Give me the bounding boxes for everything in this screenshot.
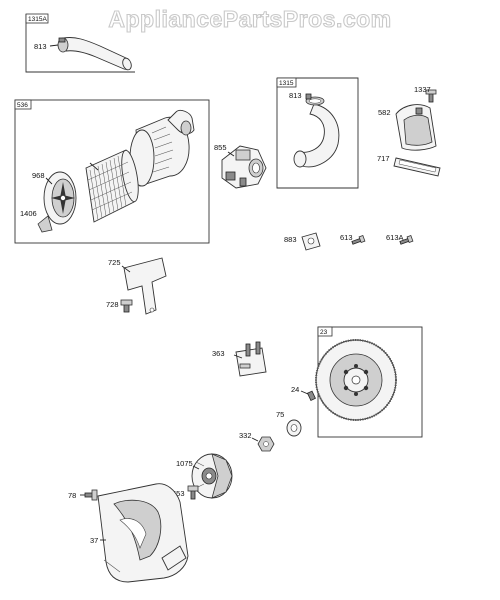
label-725: 725: [108, 258, 121, 267]
intake-tube-end: [122, 57, 132, 71]
screw-363a: [245, 343, 251, 357]
label-728: 728: [106, 300, 119, 309]
leader-968: [45, 177, 53, 185]
group-1315: 1315 813: [276, 77, 359, 189]
screw-653-head: [187, 485, 199, 492]
group-883-613: 883 613 613A: [284, 232, 414, 251]
throttle-body-linkage: [225, 171, 236, 181]
group-582: 1337 582 717: [377, 85, 441, 177]
box-536-tag: [14, 99, 32, 110]
watermark-logo: AppliancePartsPros.com: [108, 6, 391, 32]
label-813-a: 813: [34, 42, 47, 51]
box-1315a-frame: [25, 14, 135, 73]
label-582: 582: [378, 108, 391, 117]
screw-363b: [255, 341, 261, 355]
leader-332: [251, 437, 259, 442]
group-653: 653: [172, 485, 199, 500]
box-1315-tag: [276, 77, 297, 88]
group-23: 23: [315, 326, 423, 438]
group-855: 855: [214, 143, 267, 189]
group-75: 75: [276, 410, 302, 437]
group-78: 78: [68, 489, 98, 501]
clamp-813b-screw: [305, 93, 312, 100]
box-1315a-tag: [25, 13, 49, 24]
box-1315-label: 1315: [279, 80, 294, 87]
leader-24: [300, 390, 309, 395]
label-717: 717: [377, 154, 390, 163]
leader-725: [121, 265, 131, 273]
fan-1075-blades: [211, 453, 233, 499]
label-1406: 1406: [20, 209, 37, 218]
bracket-363-part: [235, 347, 267, 377]
air-guide-582-inner: [403, 114, 433, 146]
group-536: 536 968 1406: [14, 99, 210, 244]
group-332: 332: [239, 431, 275, 452]
flywheel-ring-gear: [315, 339, 397, 421]
leader-363: [233, 354, 243, 359]
box-23-label: 23: [320, 329, 328, 336]
group-1315a: 1315A 813: [25, 13, 135, 73]
leader-1075: [192, 465, 200, 470]
clamp-813-screw: [58, 37, 66, 43]
label-613: 613: [340, 233, 353, 242]
key-24-part: [306, 390, 316, 402]
label-813-b: 813: [289, 91, 302, 100]
throttle-body-screw: [239, 177, 247, 187]
box-23-tag: [317, 326, 333, 337]
label-37: 37: [90, 536, 98, 545]
leader-445: [89, 162, 99, 171]
label-855: 855: [214, 143, 227, 152]
group-725: 725 728: [106, 257, 167, 315]
group-363: 363: [212, 341, 267, 377]
screw-613a-head: [406, 234, 414, 244]
box-1315a-label: 1315A: [28, 16, 47, 23]
label-75: 75: [276, 410, 284, 419]
label-1075: 1075: [176, 459, 193, 468]
intake-tube-part: [63, 37, 131, 70]
label-653: 653: [172, 489, 185, 498]
label-968: 968: [32, 171, 45, 180]
box-536-frame: [14, 99, 210, 244]
blower-housing-37-tab: [161, 545, 187, 571]
leader-813a: [49, 44, 59, 47]
label-883: 883: [284, 235, 297, 244]
label-332: 332: [239, 431, 252, 440]
label-78: 78: [68, 491, 76, 500]
screw-363c: [239, 363, 251, 369]
screw-613-head: [358, 234, 366, 244]
air-cleaner-outlet: [180, 120, 192, 136]
label-613A: 613A: [386, 233, 404, 242]
group-24: 24: [291, 385, 316, 402]
leader-855: [227, 151, 235, 157]
screw-728-head: [120, 299, 133, 306]
cap-1406-part: [37, 215, 53, 233]
throttle-body-top: [235, 149, 251, 161]
label-24: 24: [291, 385, 299, 394]
group-37: 37: [90, 483, 189, 583]
label-363: 363: [212, 349, 225, 358]
screw-78-head: [91, 489, 98, 501]
group-1075: 1075: [176, 453, 233, 499]
box-536-label: 536: [17, 102, 28, 109]
box-1315-frame: [276, 77, 359, 189]
label-1337: 1337: [414, 85, 431, 94]
air-guide-582-boss: [415, 107, 423, 115]
screw-1337-head: [425, 89, 437, 95]
bracket-725-part: [123, 257, 167, 315]
intake-hose-end: [293, 150, 307, 168]
